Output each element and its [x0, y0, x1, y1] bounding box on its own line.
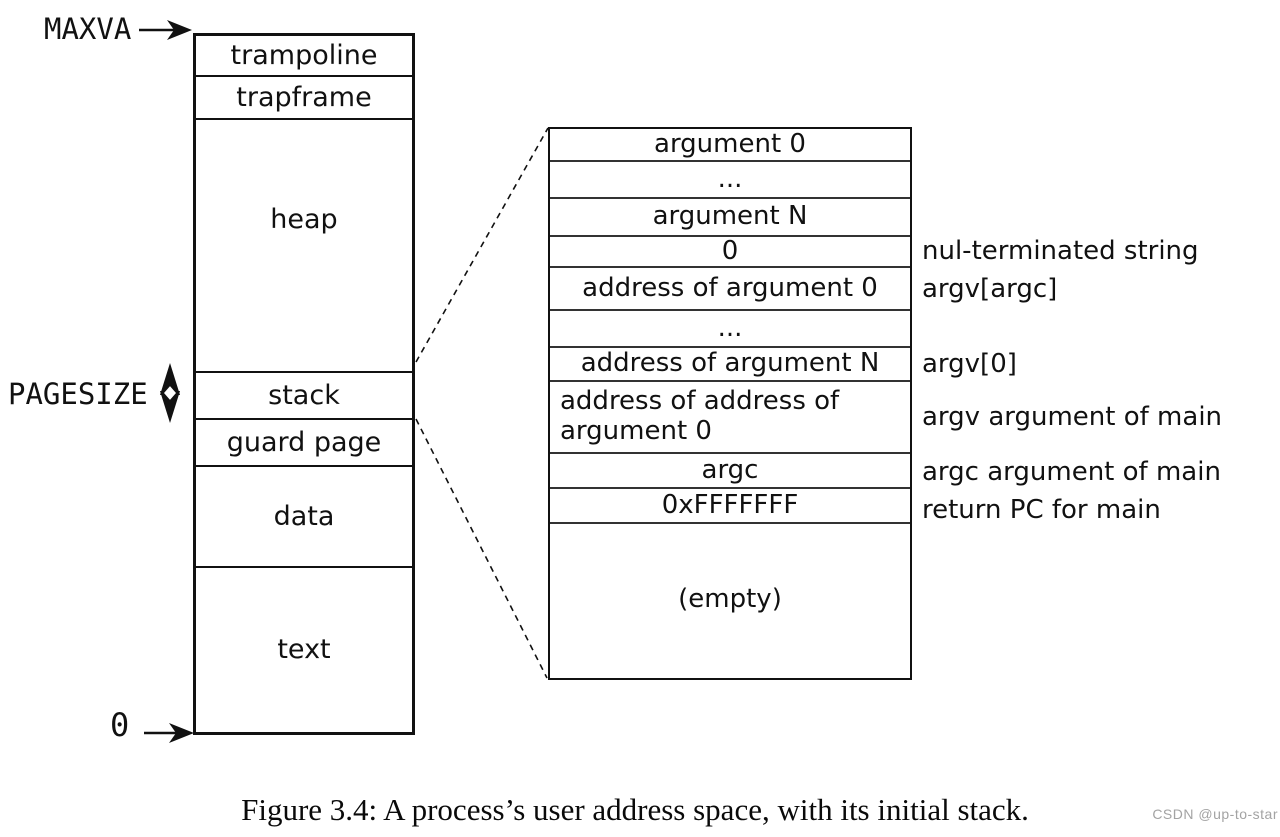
- stack-row-label: address of address of argument 0: [560, 386, 840, 446]
- annotation-argc-argument: argc argument of main: [922, 457, 1221, 487]
- stack-row-empty: (empty): [678, 583, 782, 614]
- stack-row: 0xFFFFFFF: [550, 489, 910, 524]
- stack-row: ...: [550, 162, 910, 199]
- stack-row: argument N: [550, 199, 910, 237]
- segment-stack: stack: [196, 373, 412, 420]
- segment-heap: heap: [196, 120, 412, 373]
- stack-row: 0: [550, 236, 910, 268]
- annotation-argv-0: argv[0]: [922, 349, 1017, 379]
- annotation-argv-argument: argv argument of main: [922, 402, 1223, 432]
- watermark: CSDN @up-to-star: [1152, 806, 1278, 822]
- stack-row: address of argument 0: [550, 268, 910, 311]
- annotation-nul-terminated-string: nul-terminated string: [922, 236, 1199, 266]
- dashed-connector-top: [415, 127, 549, 363]
- stack-row: argument 0: [550, 129, 910, 162]
- figure-caption: Figure 3.4: A process’s user address spa…: [241, 792, 1029, 827]
- pagesize-label: PAGESIZE: [8, 377, 148, 411]
- stack-row: address of argument N: [550, 348, 910, 382]
- segment-trapframe: trapframe: [196, 77, 412, 120]
- maxva-arrow: [139, 20, 192, 40]
- zero-arrow: [144, 723, 194, 743]
- stack-row: ...: [550, 311, 910, 348]
- dashed-connector-bottom: [415, 418, 548, 679]
- annotation-return-pc: return PC for main: [922, 495, 1161, 525]
- stack-row: address of address of argument 0: [550, 382, 910, 454]
- segment-guard-page: guard page: [196, 420, 412, 467]
- stack-row: argc: [550, 454, 910, 489]
- segment-trampoline: trampoline: [196, 36, 412, 77]
- segment-text: text: [277, 633, 331, 665]
- maxva-label: MAXVA: [44, 12, 132, 46]
- annotation-argv-argc: argv[argc]: [922, 274, 1058, 304]
- address-space-box: trampoline trapframe heap stack guard pa…: [193, 33, 415, 735]
- segment-data: data: [196, 467, 412, 568]
- pagesize-double-arrow: [160, 363, 180, 423]
- zero-address-label: 0: [110, 706, 130, 744]
- stack-detail-box: argument 0 ... argument N 0 address of a…: [548, 127, 912, 680]
